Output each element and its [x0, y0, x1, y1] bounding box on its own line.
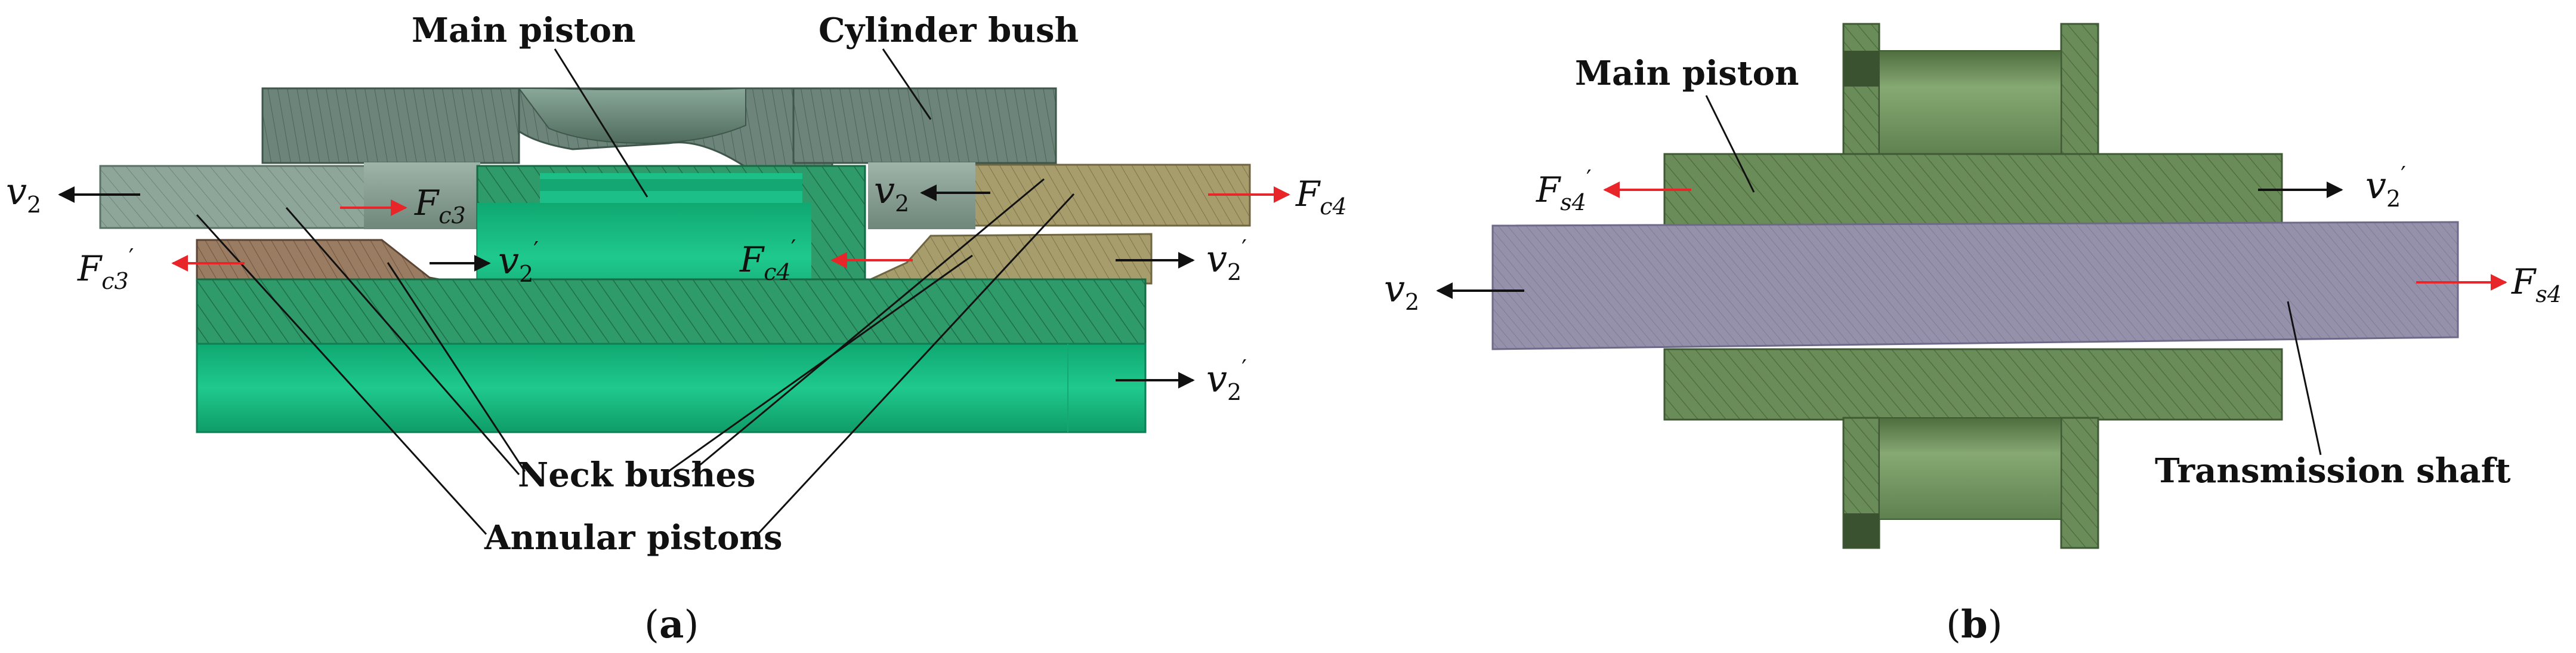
sym-v2-left-a: v2	[6, 170, 41, 218]
sym-v2p-neck-a: v2′	[1206, 235, 1247, 285]
transmission-shaft	[1491, 221, 2459, 350]
sym-v2p-shaft-a: v2′	[1206, 355, 1247, 405]
sym-fs4: Fs4	[2511, 261, 2562, 307]
label-neck-bushes: Neck bushes	[518, 455, 755, 495]
piston-b-upper-band	[1663, 153, 2283, 227]
label-main-piston-a: Main piston	[412, 11, 636, 50]
piston-b-lower-band	[1663, 348, 2283, 421]
sym-v2-mid-a: v2	[874, 168, 909, 217]
sym-fc4-prime: Fc4′	[739, 235, 796, 285]
neck-bush-right	[867, 233, 1153, 285]
sym-v2-b: v2	[1384, 267, 1419, 315]
label-cylinder-bush: Cylinder bush	[818, 11, 1079, 50]
label-annular-pistons: Annular pistons	[484, 518, 783, 557]
caption-a: (a)	[644, 602, 699, 647]
sym-fc4: Fc4	[1295, 174, 1347, 220]
cylinder-bush-left-flange	[261, 87, 520, 164]
arrows-b	[1436, 181, 2507, 299]
sym-v2p-b: v2′	[2365, 162, 2406, 212]
sym-fc3-prime: Fc3′	[77, 244, 134, 294]
label-main-piston-b: Main piston	[1575, 54, 1799, 93]
cylinder-bush-right-flange	[792, 87, 1057, 164]
sym-fs4-prime: Fs4′	[1536, 165, 1592, 215]
piston-b-top-flange-left	[1842, 23, 1880, 158]
panel-b: Main piston Transmission shaft Fs4′ v2′ …	[1384, 23, 2562, 647]
piston-b-top-pocket-lip	[1843, 51, 1879, 87]
sym-v2p-piston-a: v2′	[498, 237, 539, 287]
arrows-a	[58, 184, 1290, 389]
piston-b-bottom-pocket-lip	[1843, 513, 1879, 548]
shaft-hatched-band	[196, 278, 1147, 346]
leader-lines-b	[1705, 95, 2322, 455]
shaft-bright-cylinder	[196, 343, 1147, 433]
sym-fc3: Fc3	[414, 183, 466, 229]
cylinder-bush-bore	[518, 87, 746, 144]
annular-gap-left	[364, 162, 480, 229]
piston-b-top-pocket	[1879, 50, 2062, 156]
label-transmission-shaft: Transmission shaft	[2155, 451, 2511, 491]
panel-a: Main piston Cylinder bush Neck bushes An…	[6, 11, 1347, 647]
piston-b-bottom-pocket	[1879, 417, 2062, 520]
caption-b: (b)	[1946, 602, 2003, 647]
main-piston-top-inner	[540, 179, 802, 191]
piston-b-bottom-flange-right	[2060, 417, 2099, 549]
piston-b-top-flange-right	[2060, 23, 2099, 158]
leader-lines-a	[196, 48, 1075, 535]
annular-piston-right	[968, 164, 1251, 227]
